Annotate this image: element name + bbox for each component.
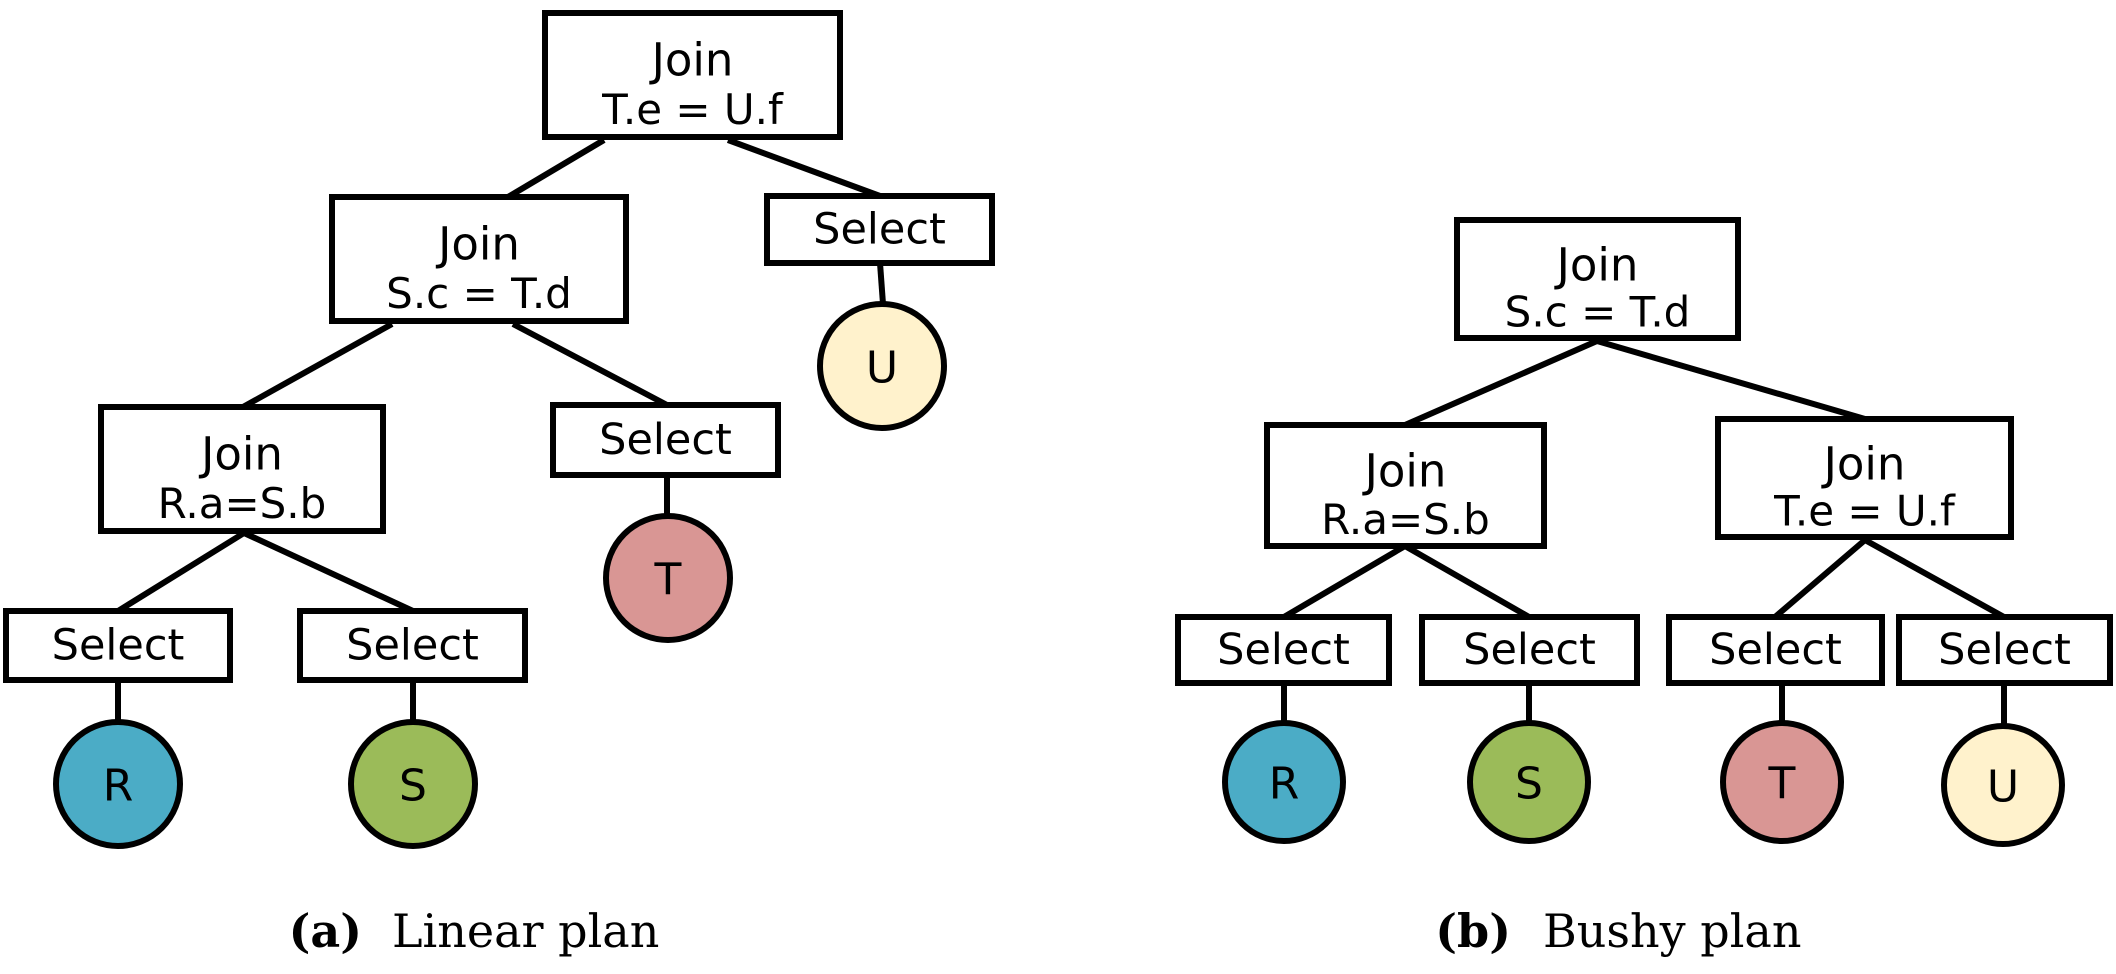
relation-circle (348, 719, 478, 849)
join-predicate: R.a=S.b (158, 479, 327, 528)
relation-node: T (603, 513, 733, 643)
select-operator-box (297, 608, 528, 683)
relation-circle (1720, 720, 1844, 844)
operator-title: Join (198, 428, 283, 481)
join-predicate: T.e = U.f (1773, 487, 1956, 536)
select-node: Select (1896, 614, 2113, 686)
relation-node: U (1941, 723, 2065, 847)
select-operator-box (1666, 614, 1885, 686)
operator-title: Select (1463, 625, 1596, 675)
plan-edge (241, 321, 394, 410)
select-node: Select (1666, 614, 1885, 686)
operator-title: Select (52, 621, 185, 671)
operator-title: Select (346, 621, 479, 671)
select-operator-box (1896, 614, 2113, 686)
join-predicate: R.a=S.b (1321, 495, 1490, 544)
plan-edge (1403, 338, 1599, 428)
select-node: Select (764, 193, 995, 266)
join-operator-box (98, 404, 386, 534)
relation-circle (53, 719, 183, 849)
join-operator-box (329, 194, 629, 324)
operator-title: Join (435, 218, 520, 271)
plan-edge (1282, 543, 1407, 620)
select-node: Select (1419, 614, 1640, 686)
select-node: Select (297, 608, 528, 683)
join-operator-box (1264, 422, 1547, 549)
relation-circle (603, 513, 733, 643)
plan-edge (1596, 338, 1866, 422)
caption-b-text: Bushy plan (1543, 904, 1801, 958)
select-node: Select (1175, 614, 1392, 686)
relation-label: R (103, 761, 134, 812)
plan-edge (1863, 537, 2006, 620)
relation-label: R (1269, 759, 1300, 810)
relation-circle (1941, 723, 2065, 847)
plan-edge (1403, 543, 1531, 620)
operator-title: Join (1821, 437, 1906, 490)
join-predicate: S.c = T.d (1505, 288, 1691, 337)
plan-edge (511, 321, 669, 408)
caption-b-label: (b) (1435, 904, 1511, 958)
plan-edge (1773, 537, 1867, 620)
relation-node: S (1467, 720, 1591, 844)
join-operator-box (1454, 217, 1741, 341)
plan-edges (115, 137, 2007, 726)
plan-edge (242, 530, 415, 614)
select-node: Select (550, 402, 781, 478)
operator-title: Select (1709, 625, 1842, 675)
join-predicate: T.e = U.f (601, 85, 784, 134)
relation-label: T (654, 555, 682, 606)
relation-circle (1222, 720, 1346, 844)
plan-edge (726, 137, 882, 199)
plan-edge (116, 530, 246, 614)
join-predicate: S.c = T.d (386, 269, 572, 318)
relation-label: U (1987, 762, 2019, 813)
relation-node: R (53, 719, 183, 849)
operator-title: Select (1217, 625, 1350, 675)
operator-title: Select (1938, 625, 2071, 675)
operator-title: Join (649, 34, 734, 87)
relation-label: U (866, 343, 898, 394)
select-operator-box (3, 608, 233, 683)
caption-a-label: (a) (289, 904, 362, 958)
relation-node: R (1222, 720, 1346, 844)
relation-node: S (348, 719, 478, 849)
select-operator-box (764, 193, 995, 266)
select-node: Select (3, 608, 233, 683)
select-operator-box (1175, 614, 1392, 686)
relation-node: U (817, 301, 947, 431)
plan-edge (506, 137, 606, 200)
relation-label: S (1515, 759, 1543, 810)
plan-edge (877, 262, 886, 305)
operator-title: Select (813, 205, 946, 255)
caption-a-text: Linear plan (392, 904, 659, 958)
relation-label: S (399, 761, 427, 812)
relation-circle (1467, 720, 1591, 844)
relation-node: T (1720, 720, 1844, 844)
join-operator-box (542, 10, 843, 140)
operator-title: Join (1362, 444, 1447, 497)
select-operator-box (550, 402, 781, 478)
operator-title: Join (1554, 238, 1639, 291)
join-operator-box (1715, 416, 2014, 540)
relation-circle (817, 301, 947, 431)
relation-label: T (1768, 759, 1796, 810)
select-operator-box (1419, 614, 1640, 686)
operator-title: Select (599, 415, 732, 465)
